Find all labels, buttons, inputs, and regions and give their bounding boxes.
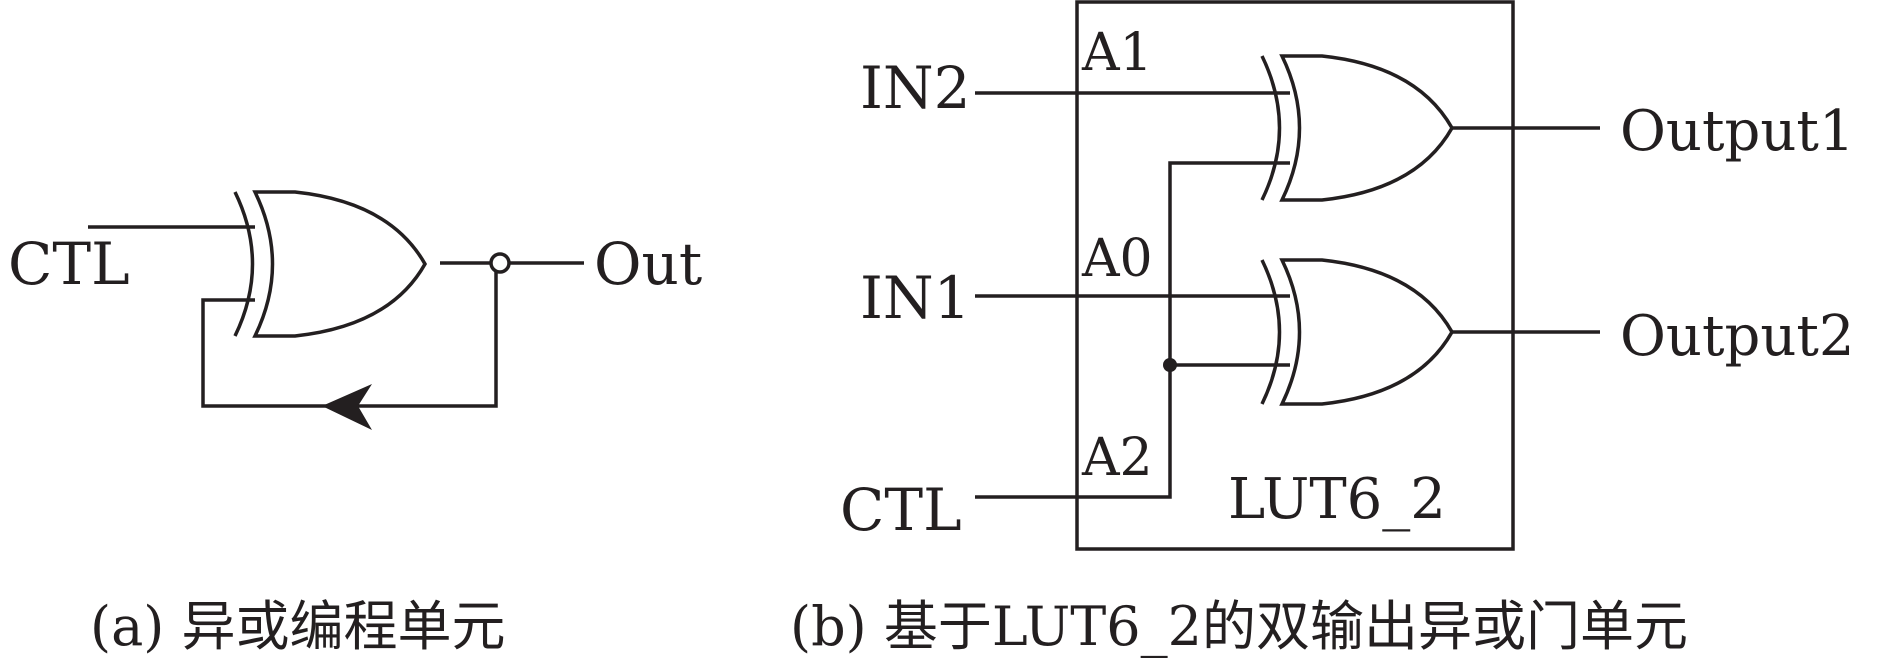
input-label-in1: IN1 xyxy=(860,264,971,332)
xor-gate-bottom xyxy=(1260,258,1454,406)
diagram-b: IN2 IN1 CTL A1 A0 A2 Output1 Output2 LUT… xyxy=(790,0,1855,658)
pin-label-a2: A2 xyxy=(1081,428,1153,488)
output-label-2: Output2 xyxy=(1620,304,1855,369)
feedback-arrow-icon xyxy=(322,384,372,430)
junction-circle xyxy=(489,252,511,274)
lut-block xyxy=(1075,0,1515,551)
caption-a: (a) 异或编程单元 xyxy=(90,595,506,658)
input-label-ctl-a: CTL xyxy=(8,230,130,298)
xor-gate-a xyxy=(233,190,427,338)
caption-b: (b) 基于LUT6_2的双输出异或门单元 xyxy=(790,595,1688,658)
input-label-in2: IN2 xyxy=(860,54,971,122)
ctl-wire-b xyxy=(975,161,1290,499)
pin-label-a0: A0 xyxy=(1081,229,1153,289)
pin-label-a1: A1 xyxy=(1081,23,1153,83)
xor-gate-top xyxy=(1260,54,1454,202)
output-label-1: Output1 xyxy=(1620,99,1855,164)
block-label-lut6-2: LUT6_2 xyxy=(1228,467,1446,532)
diagram-a: CTL Out (a) 异或编程单元 xyxy=(8,190,702,658)
junction-dot xyxy=(1163,358,1177,372)
output-label-out: Out xyxy=(594,230,702,298)
input-label-ctl-b: CTL xyxy=(840,476,962,544)
feedback-wire xyxy=(201,263,498,408)
